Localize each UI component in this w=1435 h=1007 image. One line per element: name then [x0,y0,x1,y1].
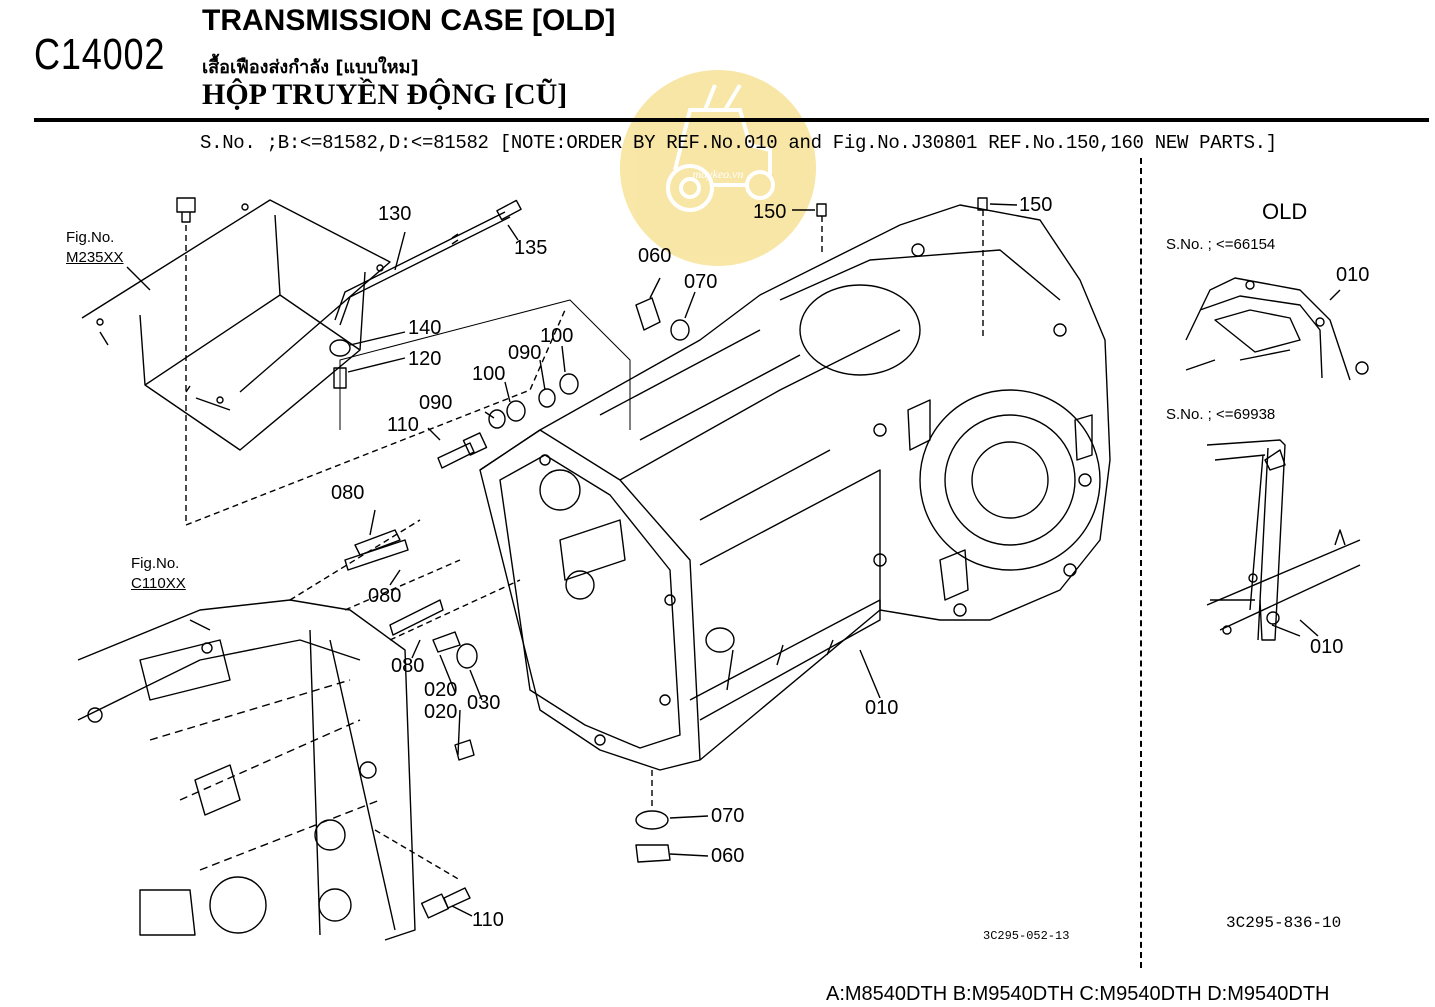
pin-020-a [432,631,461,653]
callout-100-b: 100 [472,363,506,385]
callout-150-b: 150 [1019,194,1053,216]
callout-020-b: 020 [424,701,458,723]
drain-plug-top [176,197,196,213]
nut-100-b [559,373,579,395]
nut-100-a [506,400,526,422]
callout-020-a: 020 [424,679,458,701]
washer-090-a [488,409,506,429]
hose-clamp-140 [329,339,351,357]
oil-pipe-130 [334,211,511,326]
case-rib [689,599,881,721]
seal-070-a [670,319,690,341]
callout-070-b: 070 [711,805,745,827]
watermark-text: maykeo.vn [693,167,744,181]
transmission-case-010 [479,204,1111,771]
callout-135: 135 [514,237,548,259]
callout-140: 140 [408,317,442,339]
callout-110-a: 110 [387,414,419,436]
washer-090-b [538,388,556,408]
callout-010: 010 [865,697,899,719]
old-panel-title: OLD [1262,199,1308,224]
callout-100-a: 100 [540,325,574,347]
fig-ref-1-line2[interactable]: M235XX [66,249,124,266]
drawing-code-old: 3C295-836-10 [1226,914,1342,932]
header-rule [34,118,1429,122]
plug-060-a [635,297,661,331]
page-title-en: TRANSMISSION CASE [OLD] [202,4,616,37]
callout-080-a: 080 [331,482,365,504]
callout-090-a: 090 [508,342,542,364]
callout-030: 030 [467,692,501,714]
callout-080-b: 080 [368,585,402,607]
old-serial-2: S.No. ; <=69938 [1166,406,1276,423]
panel-divider [1140,158,1142,968]
old-detail-1 [1185,277,1351,381]
tray-top-plate [81,199,391,393]
stud-080-a [344,539,409,571]
callout-150-a: 150 [753,201,787,223]
callout-060-b: 060 [711,845,745,867]
callout-110-b: 110 [472,909,504,931]
drawing-code-main: 3C295-052-13 [983,929,1070,943]
callout-070-a: 070 [684,271,718,293]
callout-060-a: 060 [638,245,672,267]
fig-ref-2-line1: Fig.No. [131,555,180,572]
old-callout-2: 010 [1310,636,1344,658]
watermark-logo: maykeo.vn [620,70,816,266]
plug-060-b [635,844,671,863]
fig-ref-1-line1: Fig.No. [66,229,115,246]
page-title-th: เสื้อเฟืองส่งกำลัง [แบบใหม] [202,57,419,78]
callout-120: 120 [408,348,442,370]
callout-130: 130 [378,203,412,225]
bolt-110-a [437,442,475,469]
front-case [77,599,416,941]
old-serial-1: S.No. ; <=66154 [1166,236,1276,253]
seal-030 [456,643,478,669]
serial-note: S.No. ;B:<=81582,D:<=81582 [NOTE:ORDER B… [200,132,1277,154]
fitting-120 [333,367,347,389]
page-code: C14002 [34,30,166,79]
callout-080-c: 080 [391,655,425,677]
callout-090-b: 090 [419,392,453,414]
page-title-vi: HỘP TRUYỀN ĐỘNG [CŨ] [202,78,568,111]
pin-020-b [454,739,475,761]
stud-080-c [389,599,444,636]
model-list: A:M8540DTH B:M9540DTH C:M9540DTH D:M9540… [826,983,1330,1005]
seal-070-b [635,810,669,830]
old-callout-1: 010 [1336,264,1370,286]
fig-ref-2-line2[interactable]: C110XX [131,575,186,592]
old-detail-2 [1206,439,1286,641]
